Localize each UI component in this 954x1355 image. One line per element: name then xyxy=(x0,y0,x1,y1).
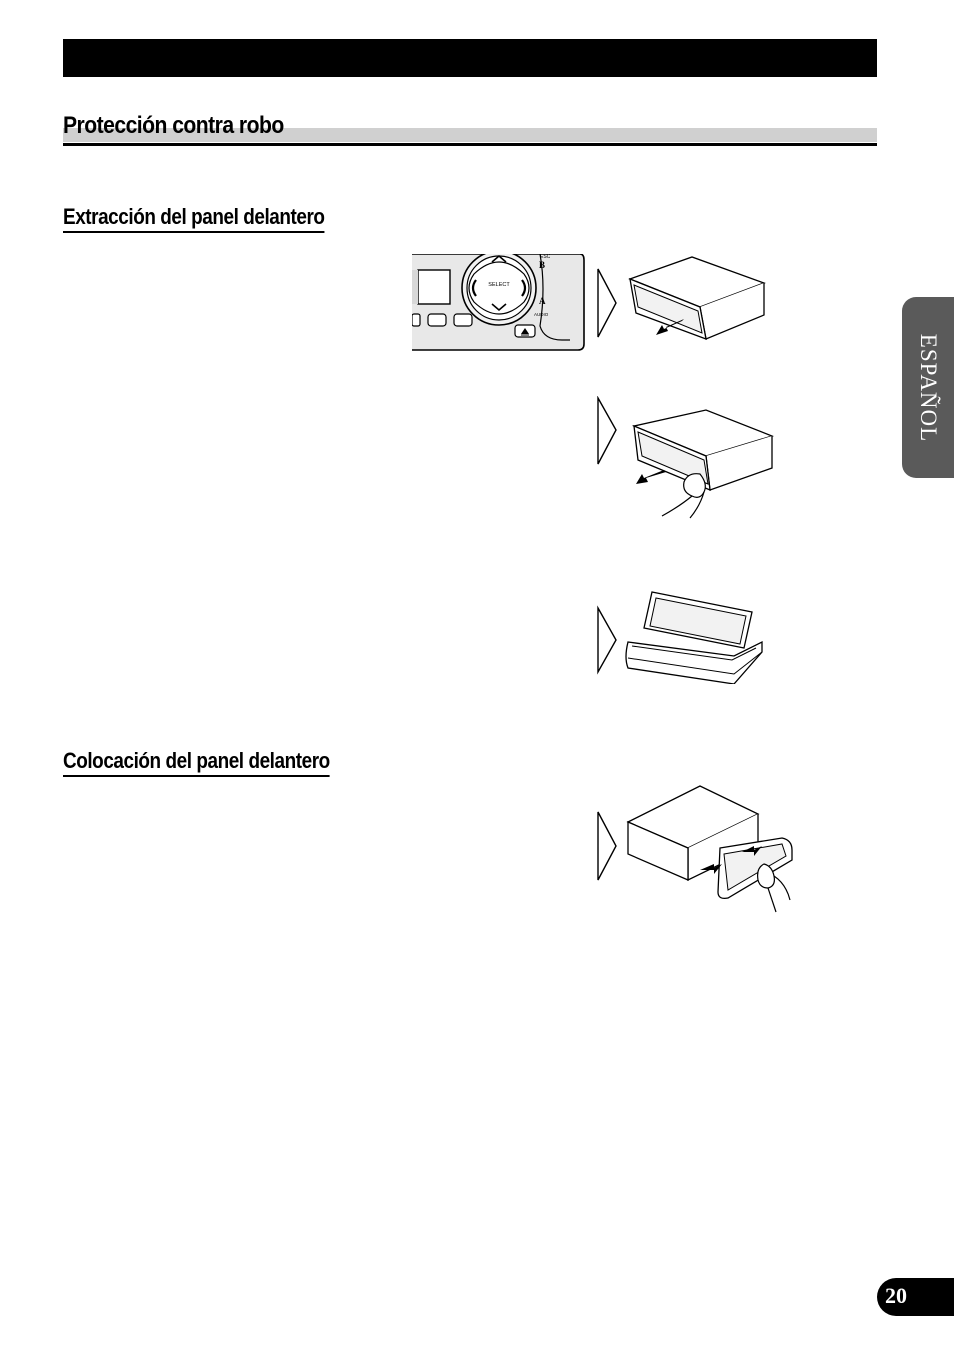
arrow-left-icon xyxy=(656,319,684,335)
a-label: A xyxy=(539,296,546,306)
b-label: B xyxy=(539,260,545,270)
section-title-block: Protección contra robo xyxy=(63,112,877,148)
language-tab: ESPAÑOL xyxy=(902,297,954,478)
step-attach-panel-illustration xyxy=(597,785,793,913)
page-number-badge: 20 xyxy=(877,1278,954,1316)
section-title: Protección contra robo xyxy=(63,112,284,139)
header-bar xyxy=(63,39,877,77)
step-arrow-icon xyxy=(597,605,617,675)
device-front-panel-illustration: SELECT ESC B A AUDIO xyxy=(412,254,585,351)
language-tab-label: ESPAÑOL xyxy=(916,333,941,442)
subheading-attachment: Colocación del panel delantero xyxy=(63,748,330,777)
arrow-right-icon xyxy=(742,846,762,856)
step-pull-panel-illustration xyxy=(597,256,766,341)
section-title-rule xyxy=(63,143,877,146)
esc-label: ESC xyxy=(540,254,551,260)
subheading-removal: Extracción del panel delantero xyxy=(63,204,325,233)
page-number: 20 xyxy=(885,1283,907,1308)
step-arrow-icon xyxy=(597,811,617,881)
arrow-left-icon xyxy=(636,470,666,484)
step-case-illustration xyxy=(597,591,763,684)
select-label: SELECT xyxy=(488,282,510,288)
step-arrow-icon xyxy=(597,268,617,338)
eject-icon xyxy=(521,328,529,334)
arrow-right-icon xyxy=(700,864,722,874)
audio-label: AUDIO xyxy=(534,312,549,317)
section-title-band xyxy=(63,128,877,142)
step-hand-pull-illustration xyxy=(597,396,774,519)
step-arrow-icon xyxy=(597,396,617,465)
hand-icon xyxy=(683,473,706,498)
